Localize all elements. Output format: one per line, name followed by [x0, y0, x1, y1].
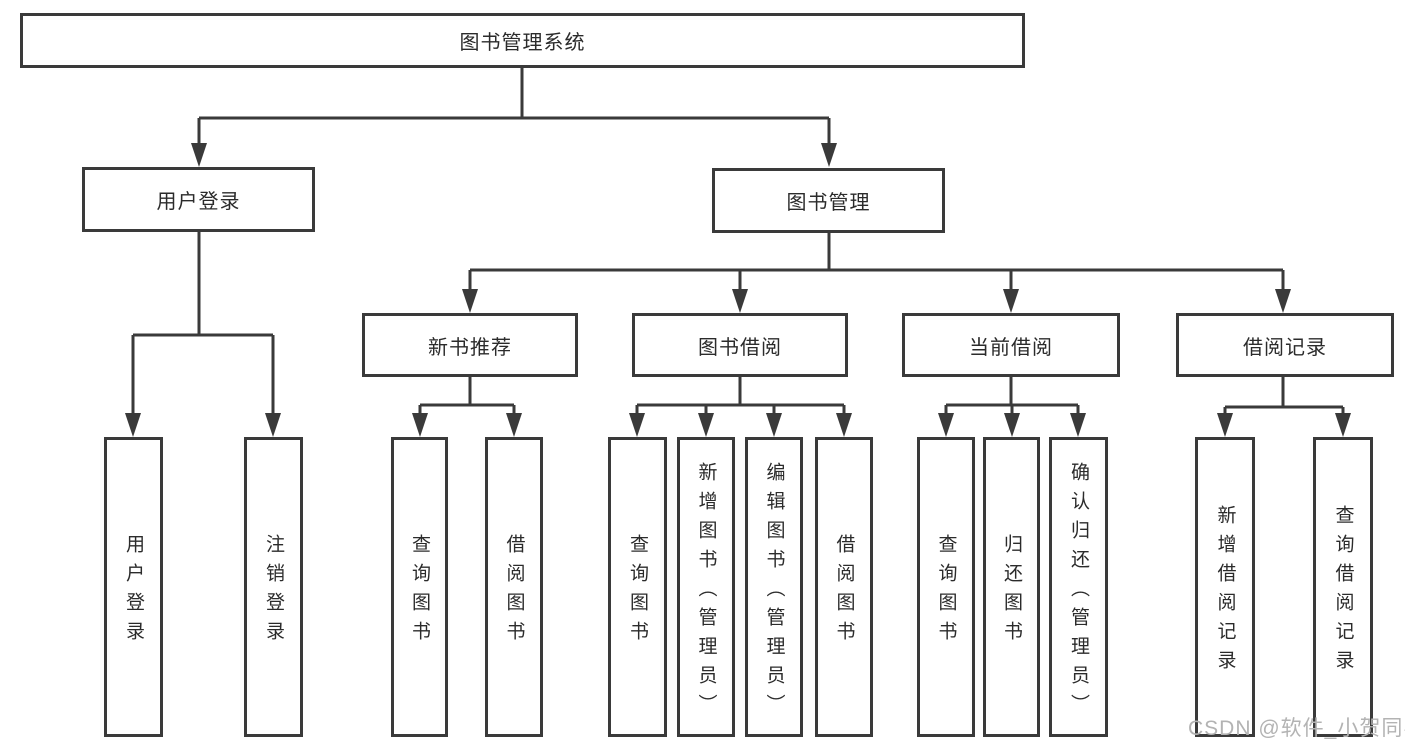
arrow-down-icon: [732, 289, 748, 313]
arrow-down-icon: [412, 413, 428, 437]
node-book-management: 图书管理: [712, 168, 945, 233]
arrow-down-icon: [1004, 413, 1020, 437]
node-leaf-query-books-3: 查询图书: [917, 437, 975, 737]
arrow-down-icon: [191, 143, 207, 167]
node-root: 图书管理系统: [20, 13, 1025, 68]
node-new-book-recommend: 新书推荐: [362, 313, 578, 377]
arrow-down-icon: [1003, 289, 1019, 313]
node-leaf-add-book-admin: 新增图书（管理员）: [677, 437, 735, 737]
node-leaf-add-borrow-record: 新增借阅记录: [1195, 437, 1255, 737]
arrow-down-icon: [698, 413, 714, 437]
node-book-borrowing: 图书借阅: [632, 313, 848, 377]
arrow-down-icon: [1070, 413, 1086, 437]
node-leaf-query-borrow-record: 查询借阅记录: [1313, 437, 1373, 737]
arrow-down-icon: [836, 413, 852, 437]
arrow-down-icon: [462, 289, 478, 313]
csdn-watermark: CSDN @软件_小贺同学: [1188, 717, 1405, 740]
node-leaf-edit-book-admin: 编辑图书（管理员）: [745, 437, 803, 737]
node-current-borrowing: 当前借阅: [902, 313, 1120, 377]
arrow-down-icon: [125, 413, 141, 437]
node-leaf-query-books-1: 查询图书: [391, 437, 448, 737]
node-leaf-return-book: 归还图书: [983, 437, 1040, 737]
node-leaf-borrow-books-1: 借阅图书: [485, 437, 543, 737]
arrow-down-icon: [629, 413, 645, 437]
arrow-down-icon: [506, 413, 522, 437]
arrow-down-icon: [821, 143, 837, 167]
node-leaf-logout: 注销登录: [244, 437, 303, 737]
node-user-login: 用户登录: [82, 167, 315, 232]
arrow-down-icon: [1275, 289, 1291, 313]
node-leaf-confirm-return-admin: 确认归还（管理员）: [1049, 437, 1108, 737]
arrow-down-icon: [265, 413, 281, 437]
arrow-down-icon: [1217, 413, 1233, 437]
arrow-down-icon: [1335, 413, 1351, 437]
node-borrowing-records: 借阅记录: [1176, 313, 1394, 377]
node-leaf-user-login: 用户登录: [104, 437, 163, 737]
arrow-down-icon: [766, 413, 782, 437]
arrow-down-icon: [938, 413, 954, 437]
node-leaf-borrow-books-2: 借阅图书: [815, 437, 873, 737]
node-leaf-query-books-2: 查询图书: [608, 437, 667, 737]
